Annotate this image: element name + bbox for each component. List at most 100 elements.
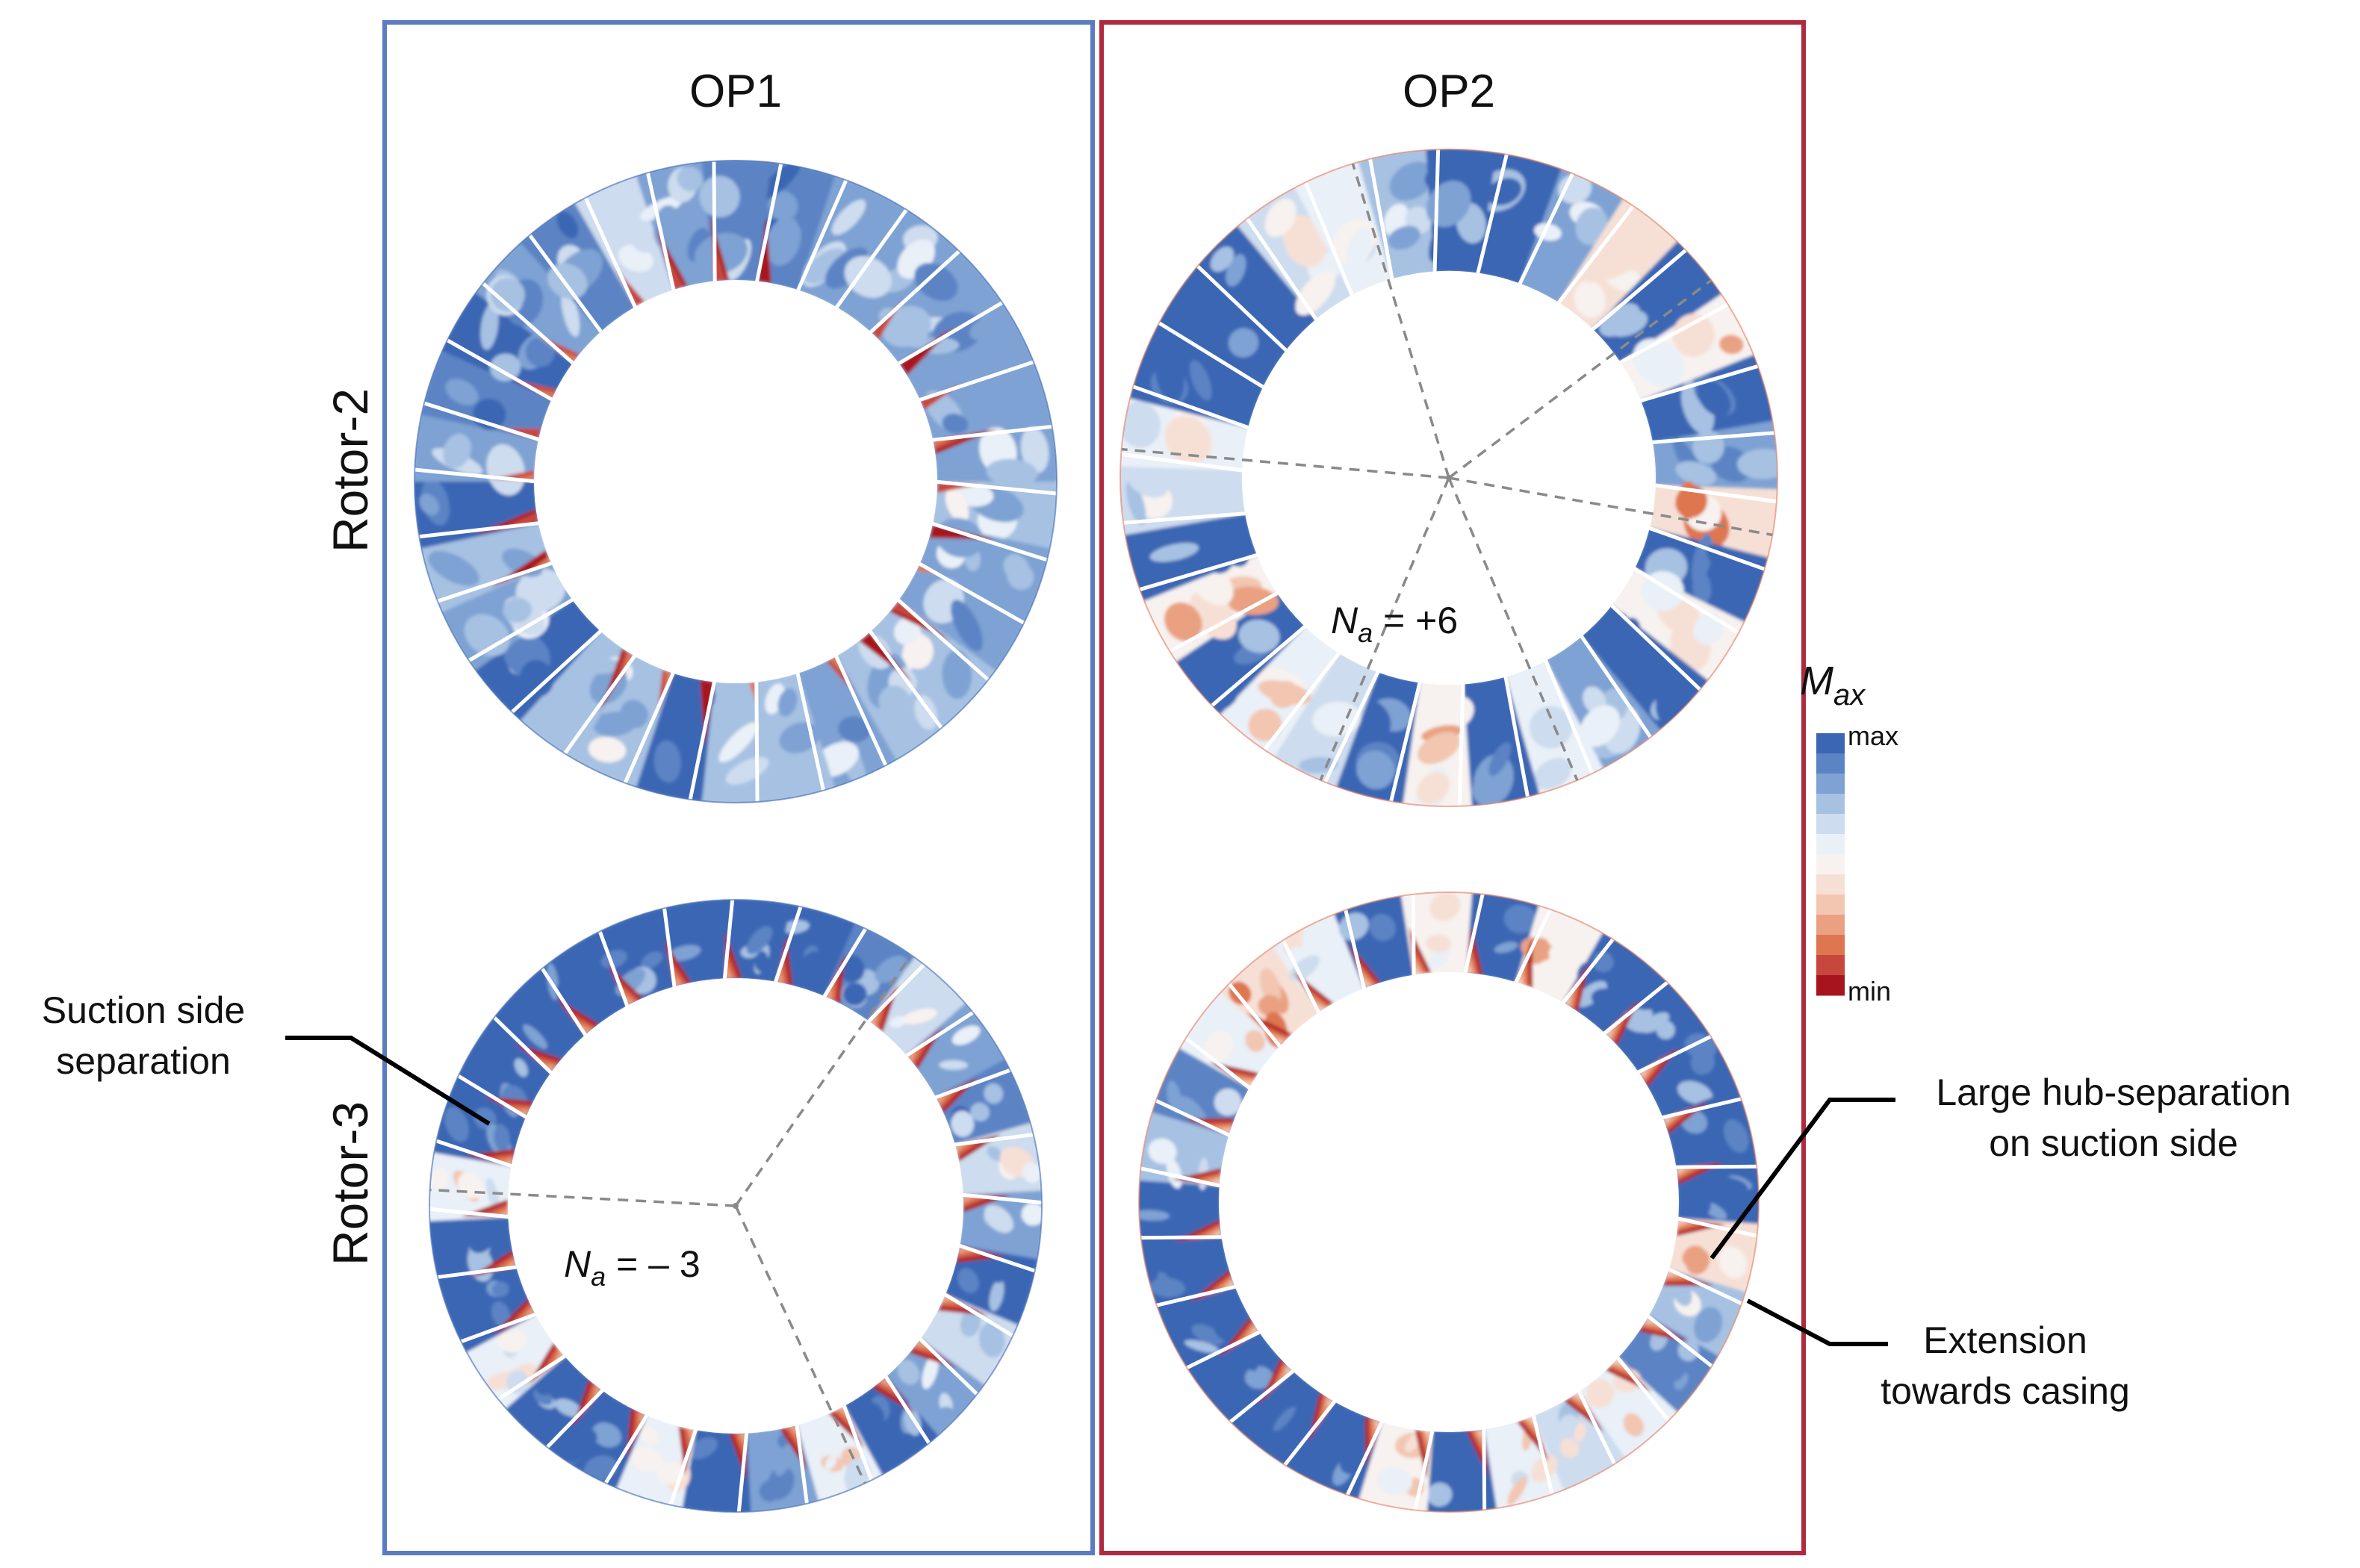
annotation-suction-side-separation: Suction side separation (42, 989, 491, 1126)
blade-gap (1614, 1354, 1672, 1425)
blade-gap (942, 1291, 1016, 1340)
colorbar-swatch (1816, 814, 1845, 835)
blade-gap (479, 279, 577, 367)
blade-gap (544, 1387, 606, 1451)
blade-gap (491, 1014, 555, 1077)
na-label-op2-rotor2: Na = +6 (1331, 600, 1458, 648)
blade-gap (712, 160, 717, 284)
blade-gap (494, 1353, 568, 1403)
blade-gap (597, 927, 630, 1009)
blade-gap (754, 160, 784, 284)
blade-gap (434, 1265, 520, 1280)
blade-passage (441, 290, 575, 400)
blade-gap (929, 520, 1051, 563)
blade-gap (1589, 246, 1689, 333)
op1-frame (382, 20, 1095, 1555)
blade-gap (1673, 1164, 1759, 1169)
blade-gap (1344, 1418, 1385, 1499)
blade-gap (1182, 1034, 1253, 1092)
blade-gap (772, 903, 804, 986)
annotation-suction-side-separation-line1: Suction side (42, 989, 245, 1031)
colorbar-swatch (1816, 975, 1845, 996)
blade-gap (434, 560, 555, 604)
blade-gap (1631, 565, 1742, 636)
blade-gap (1482, 1426, 1487, 1512)
blade-gap (1183, 1329, 1263, 1371)
blade-gap (960, 1192, 1042, 1205)
annotation-suction-side-separation-leader (285, 1036, 491, 1126)
blade-gap (934, 479, 1057, 496)
colorbar-swatch (1816, 774, 1845, 794)
blade-gap (1120, 511, 1249, 526)
blade-gap (1120, 452, 1246, 473)
colorbar-title: Max (1800, 659, 1866, 712)
blade-gap (526, 231, 605, 335)
blade-gap (1193, 262, 1290, 354)
blade-gap (1412, 1428, 1435, 1512)
blade-gap (795, 670, 826, 794)
blade-passage (438, 1266, 537, 1354)
blade-gap (465, 597, 577, 664)
blade-gap (457, 1311, 539, 1345)
colorbar-swatch (1816, 935, 1845, 956)
blade-passage (1562, 931, 1661, 1035)
row-title-rotor-3: Rotor-3 (323, 1101, 378, 1266)
blade-gap (1411, 892, 1416, 978)
na-label-op1-rotor3: Na = – 3 (564, 1243, 701, 1292)
column-title-op2: OP2 (1403, 66, 1495, 117)
blade-gap (1645, 1313, 1715, 1370)
colorbar-min-label: min (1848, 976, 1891, 1007)
blade-gap (416, 520, 542, 539)
blade-gap (1302, 178, 1356, 299)
blade-gap (1652, 483, 1778, 504)
blade-gap (1129, 384, 1252, 431)
blade-gap (687, 679, 717, 803)
blade-gap (1139, 1235, 1225, 1240)
blade-passage (867, 956, 968, 1057)
blade-gap (1136, 552, 1261, 593)
blade-gap (865, 961, 928, 1025)
blade-gap (1343, 906, 1367, 992)
blade-gap (432, 1138, 515, 1169)
na-dashed-line (1448, 476, 1773, 537)
blade-gap (867, 247, 963, 336)
na-dashed-line (1447, 477, 1579, 781)
blade-gap (1139, 1166, 1223, 1189)
blade-passage (1519, 167, 1626, 305)
blade-gap (916, 359, 1037, 403)
blade-gap (1388, 679, 1423, 805)
na-center-point (1446, 475, 1452, 481)
blade-gap (1432, 149, 1441, 275)
blade-gap (420, 400, 542, 443)
blade-gap (1512, 906, 1553, 986)
blade-gap (795, 1422, 810, 1508)
blade-gap (1280, 936, 1322, 1016)
blade-passage (1191, 1331, 1294, 1432)
blade-gap (916, 1335, 981, 1398)
blade-gap (1475, 151, 1509, 277)
colorbar-swatch (1816, 854, 1845, 875)
blade-gap (429, 1207, 512, 1219)
na-dashed-line (1121, 447, 1450, 479)
blade-gap (833, 206, 910, 311)
na-center-point (733, 1203, 739, 1209)
rotor3-op1-contour-ring (429, 899, 1043, 1513)
na-dashed-line (1447, 279, 1712, 479)
blade-gap (1462, 892, 1485, 977)
blade-gap (1559, 936, 1617, 1007)
blade-gap (1617, 301, 1732, 366)
blade-gap (795, 176, 849, 294)
blade-gap (1665, 1266, 1745, 1307)
na-dashed-line (1319, 477, 1450, 781)
na-dashed-line (734, 954, 913, 1207)
blade-gap (668, 1426, 699, 1509)
blade-gap (895, 597, 992, 684)
blade-gap (951, 1132, 1037, 1147)
blade-gap (455, 1072, 530, 1121)
rotor2-op1-contour-ring (414, 160, 1058, 803)
colorbar-swatch (1816, 753, 1845, 774)
blade-gap (1152, 1098, 1233, 1139)
blade-gap (1576, 1388, 1618, 1468)
annotation-extension-towards-casing-line1: Extension (1923, 1319, 2087, 1361)
annotation-extension-towards-casing-leader (1746, 1298, 1888, 1346)
